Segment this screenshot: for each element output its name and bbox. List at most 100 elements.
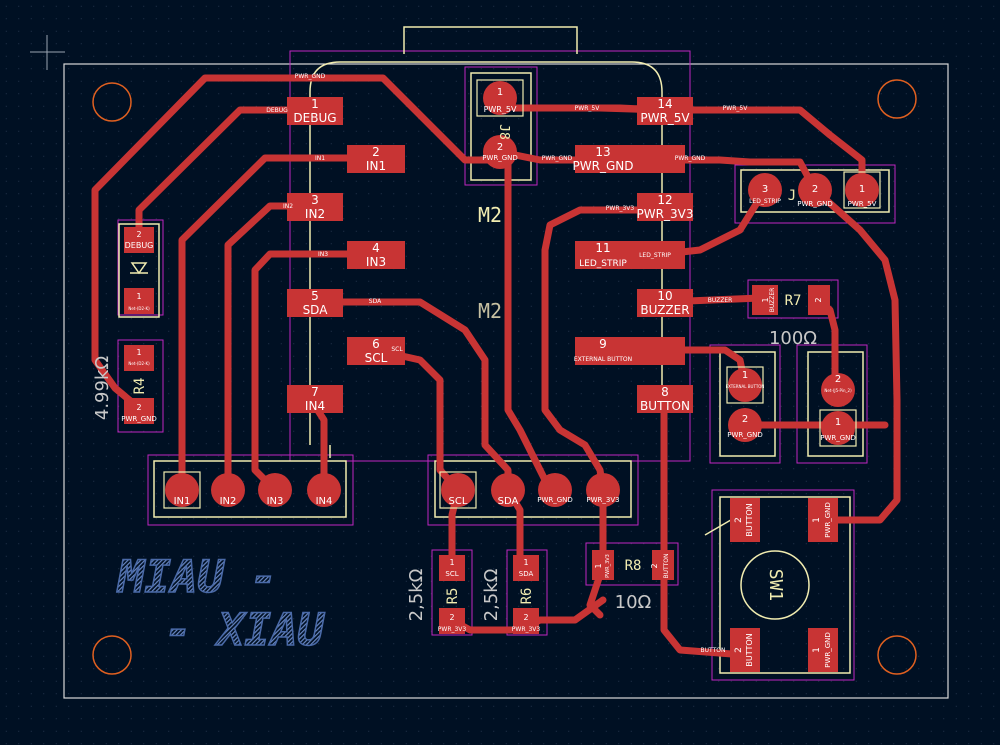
diode-pin-2-num: 2 (136, 230, 141, 239)
module-pin-12-num: 12 (657, 193, 672, 207)
ext-header-pin-2-name: PWR_GND (727, 431, 763, 439)
logo-line-1: MIAU - (116, 552, 277, 603)
trace-label-sda: SDA (369, 298, 382, 305)
r6-pin-2-name: PWR_3V3 (512, 626, 541, 633)
r8-pin-2-name: BUTTON (663, 554, 670, 579)
trace-label-in3: IN3 (318, 251, 328, 258)
r7-pin-1-name: BUZZER (769, 288, 776, 313)
trace-label-in2: IN2 (283, 203, 293, 210)
module-pin-6-num: 6 (372, 337, 380, 351)
module-pin-7-num: 7 (311, 385, 319, 399)
r6-pin-1-num: 1 (523, 558, 528, 567)
module-ref-mid: M2 (478, 299, 502, 323)
r7-pin-1-num: 1 (761, 297, 770, 302)
sw1-pad-tl-name: BUTTON (745, 503, 754, 536)
r5-ref: R5 (445, 588, 461, 605)
module-pin-3-num: 3 (311, 193, 319, 207)
module-pin-13-name: PWR_GND (573, 159, 634, 173)
r8-value: 10Ω (615, 592, 652, 613)
sw1-pad-tr-name: PWR_GND (824, 502, 832, 538)
i2c-header-pin-2: SDA (498, 496, 519, 507)
trace-label-debug: DEBUG (266, 107, 288, 114)
r5-pin-2-name: PWR_3V3 (438, 626, 467, 633)
r4-ref: R4 (132, 378, 148, 395)
r6-pin-2-num: 2 (523, 613, 528, 622)
module-pin-5-num: 5 (311, 289, 319, 303)
r7-value: 100Ω (769, 328, 817, 349)
module-pin-12-name: PWR_3V3 (637, 207, 694, 221)
module-pin-14-name: PWR_5V (640, 111, 690, 125)
trace-label-gnd-top: PWR_GND (295, 73, 326, 80)
module-pin-2-num: 2 (372, 145, 380, 159)
module-pin-6-name: SCL (365, 351, 388, 365)
in-header-pin-4: IN4 (316, 496, 333, 507)
module-pin-1-num: 1 (311, 97, 319, 111)
r8-ref: R8 (625, 558, 642, 574)
diode-symbol (118, 223, 160, 318)
r8-pin-1-name: PWR_3V3 (605, 554, 611, 578)
module-pin-13-num: 13 (595, 145, 610, 159)
module-pin-10-num: 10 (657, 289, 672, 303)
ext-header-pin-1-name: EXTERNAL BUTTON (726, 384, 765, 389)
module-pin-10-name: BUZZER (640, 303, 689, 317)
top-header-pin-1-name: PWR_5V (484, 105, 517, 114)
trace-label-scl: SCL (391, 346, 403, 353)
r8-pin-2-num: 2 (650, 563, 659, 568)
led-header-pin-1-name: PWR_5V (848, 200, 877, 208)
trace-label-5v-a: PWR_5V (575, 105, 601, 112)
r5-value: 2,5kΩ (406, 568, 427, 621)
module-ref-top: M2 (478, 203, 502, 227)
bz-header-pin-2-num: 2 (835, 374, 841, 385)
module-pin-14-num: 14 (657, 97, 672, 111)
r6-value: 2,5kΩ (481, 568, 502, 621)
i2c-header-pin-3: PWR_GND (537, 496, 573, 504)
r5-pin-1-num: 1 (449, 558, 454, 567)
logo: MIAU - - XIAU (115, 551, 326, 657)
module-pin-1-name: DEBUG (293, 111, 336, 125)
r6-ref: R6 (519, 588, 535, 605)
sw1-pad-bl-name: BUTTON (745, 633, 754, 666)
led-header-pin-1-num: 1 (859, 184, 865, 195)
r8-pin-1-num: 1 (594, 563, 603, 568)
trace-label-led: LED_STRIP (639, 252, 671, 259)
module-pin-4-name: IN3 (366, 255, 386, 269)
in-header-pin-1: IN1 (174, 496, 191, 507)
through-hole-pads (163, 79, 881, 509)
led-header-pin-2-num: 2 (812, 184, 818, 195)
trace-label-5v-b: PWR_5V (723, 105, 749, 112)
origin-crosshair (30, 35, 65, 70)
copper-traces (91, 74, 901, 659)
in-header-pin-3: IN3 (267, 496, 284, 507)
i2c-header-pin-1: SCL (449, 496, 468, 507)
trace-label-buzzer: BUZZER (708, 297, 733, 304)
r7-ref: R7 (785, 293, 802, 309)
module-pin-11-num: 11 (595, 241, 610, 255)
module-pin-2-name: IN1 (366, 159, 386, 173)
module-pin-7-name: IN4 (305, 399, 325, 413)
module-pin-3-name: IN2 (305, 207, 325, 221)
sw1-pad-br-num: 1 (812, 647, 822, 653)
module-pads (287, 97, 693, 413)
ext-header-pin-1-num: 1 (742, 370, 748, 381)
top-header-ref: J8 (496, 124, 511, 140)
top-header-pin-1-num: 1 (497, 87, 503, 98)
r4-pin-1-num: 1 (136, 348, 141, 357)
in-header-pin-2: IN2 (220, 496, 237, 507)
trace-label-3v3: PWR_3V3 (606, 205, 635, 212)
led-header-pin-3-num: 3 (762, 184, 768, 195)
ext-header-pin-2-num: 2 (742, 414, 748, 425)
r6-pin-1-name: SDA (519, 570, 534, 578)
module-pin-8-num: 8 (661, 385, 669, 399)
diode-pin-2-name: DEBUG (125, 241, 154, 250)
sw1-pad-br-name: PWR_GND (824, 632, 832, 668)
i2c-header-pin-4: PWR_3V3 (586, 496, 619, 504)
r4-pin-1-name: Net-(D2-K) (128, 361, 150, 366)
module-pin-5-name: SDA (303, 303, 329, 317)
r7-pin-2-num: 2 (814, 297, 823, 302)
trace-label-in1: IN1 (315, 155, 325, 162)
sw1-ref: SW1 (765, 569, 786, 602)
bz-header-pin-2-name: Net-(J5-Pin_2) (824, 388, 852, 393)
r4-value: 4.99kΩ (92, 356, 113, 421)
sw1-pad-bl-num: 2 (734, 647, 744, 653)
